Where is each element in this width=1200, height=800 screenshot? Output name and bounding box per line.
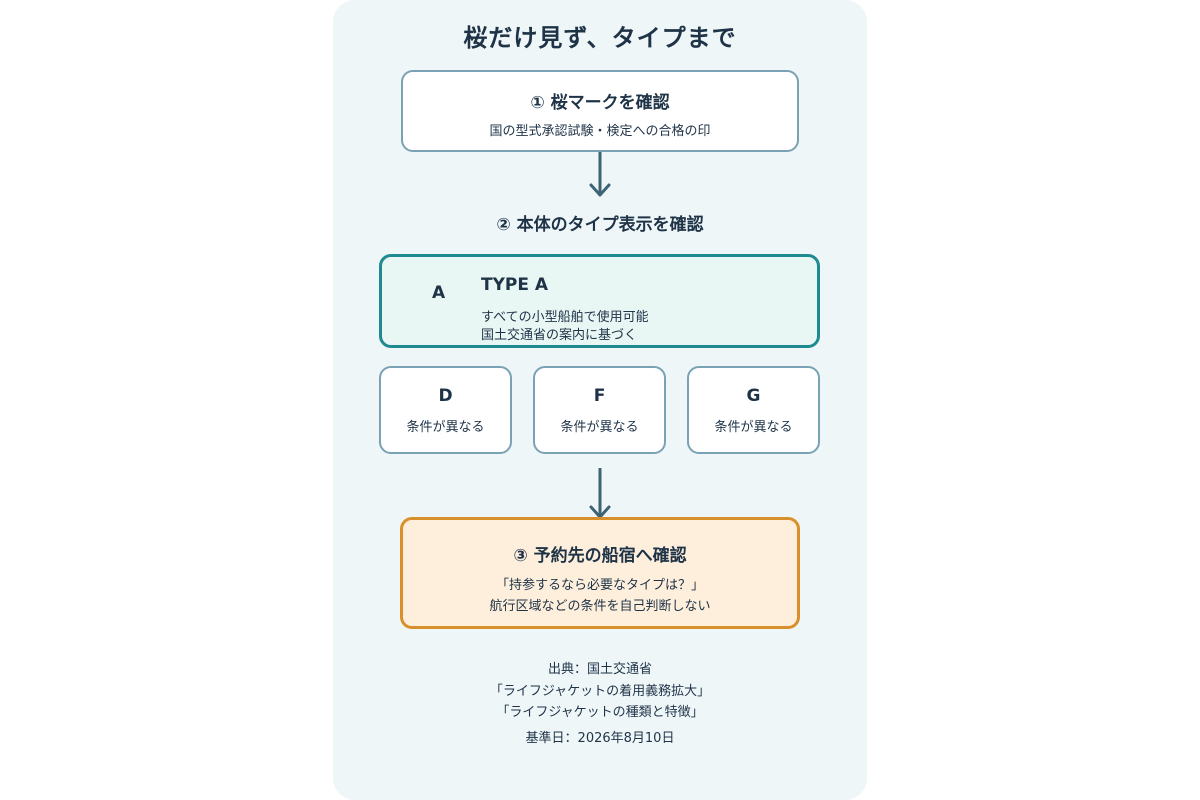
- step3-desc-line2: 航行区域などの条件を自己判断しない: [489, 599, 711, 614]
- type-d-letter: D: [438, 386, 453, 406]
- step1-title: ① 桜マークを確認: [530, 93, 670, 113]
- type-d-desc: 条件が異なる: [406, 420, 485, 435]
- step3-desc-line1: 「持参するなら必要なタイプは？」: [495, 578, 704, 593]
- type-f-box: F 条件が異なる: [533, 366, 666, 454]
- step1-desc: 国の型式承認試験・検定への合格の印: [489, 124, 711, 139]
- source-label: 出典：国土交通省: [547, 662, 652, 677]
- step3-box: ③ 予約先の船宿へ確認 「持参するなら必要なタイプは？」 航行区域などの条件を自…: [400, 517, 800, 629]
- step2-title: ② 本体のタイプ表示を確認: [496, 215, 704, 235]
- type-f-desc: 条件が異なる: [560, 420, 639, 435]
- type-g-desc: 条件が異なる: [714, 420, 793, 435]
- arrow-down-icon: [589, 468, 611, 519]
- source-title-1: 「ライフジャケットの着用義務拡大」: [489, 684, 711, 699]
- type-d-box: D 条件が異なる: [379, 366, 512, 454]
- type-f-letter: F: [593, 386, 606, 406]
- step1-box: ① 桜マークを確認 国の型式承認試験・検定への合格の印: [401, 70, 799, 152]
- step3-title: ③ 予約先の船宿へ確認: [513, 546, 687, 566]
- type-a-box: A TYPE A すべての小型船舶で使用可能 国土交通省の案内に基づく: [379, 254, 820, 348]
- reference-date: 基準日：2026年8月10日: [525, 731, 675, 746]
- diagram-title: 桜だけ見ず、タイプまで: [463, 24, 737, 52]
- type-a-name: TYPE A: [481, 275, 549, 295]
- type-a-desc-line2: 国土交通省の案内に基づく: [481, 328, 638, 343]
- type-a-desc-line1: すべての小型船舶で使用可能: [481, 310, 649, 325]
- flow-card: 桜だけ見ず、タイプまで ① 桜マークを確認 国の型式承認試験・検定への合格の印 …: [333, 0, 867, 800]
- source-title-2: 「ライフジャケットの種類と特徴」: [496, 705, 704, 720]
- type-a-letter: A: [432, 283, 446, 303]
- type-g-box: G 条件が異なる: [687, 366, 820, 454]
- type-g-letter: G: [746, 386, 761, 406]
- arrow-down-icon: [589, 152, 611, 197]
